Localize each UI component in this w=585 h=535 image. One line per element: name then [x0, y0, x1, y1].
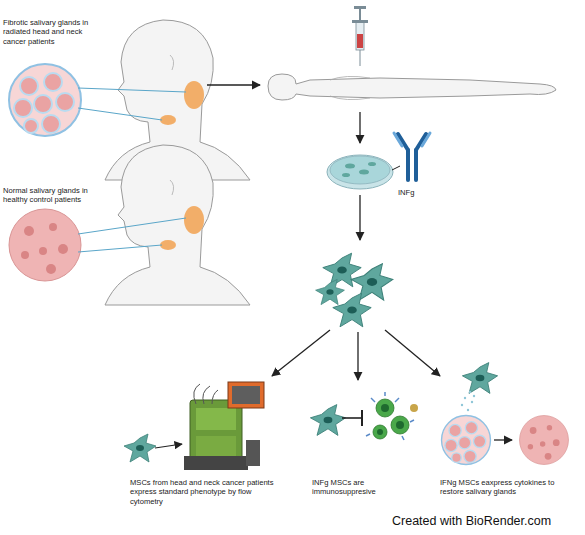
result-caption: MSCs from head and neck cancer patients … [130, 478, 280, 506]
patient-group-label: Normal salivary glands in healthy contro… [3, 186, 89, 205]
result-caption: IFNg MSCs eaxpress cytokines to restore … [440, 478, 570, 497]
patient-group-label: Fibrotic salivary glands in radiated hea… [3, 18, 95, 46]
reagent-label: INFg [398, 188, 428, 197]
result-caption: INFg MSCs are immunosuppresive [312, 478, 402, 497]
watermark: Created with BioRender.com [392, 514, 584, 529]
